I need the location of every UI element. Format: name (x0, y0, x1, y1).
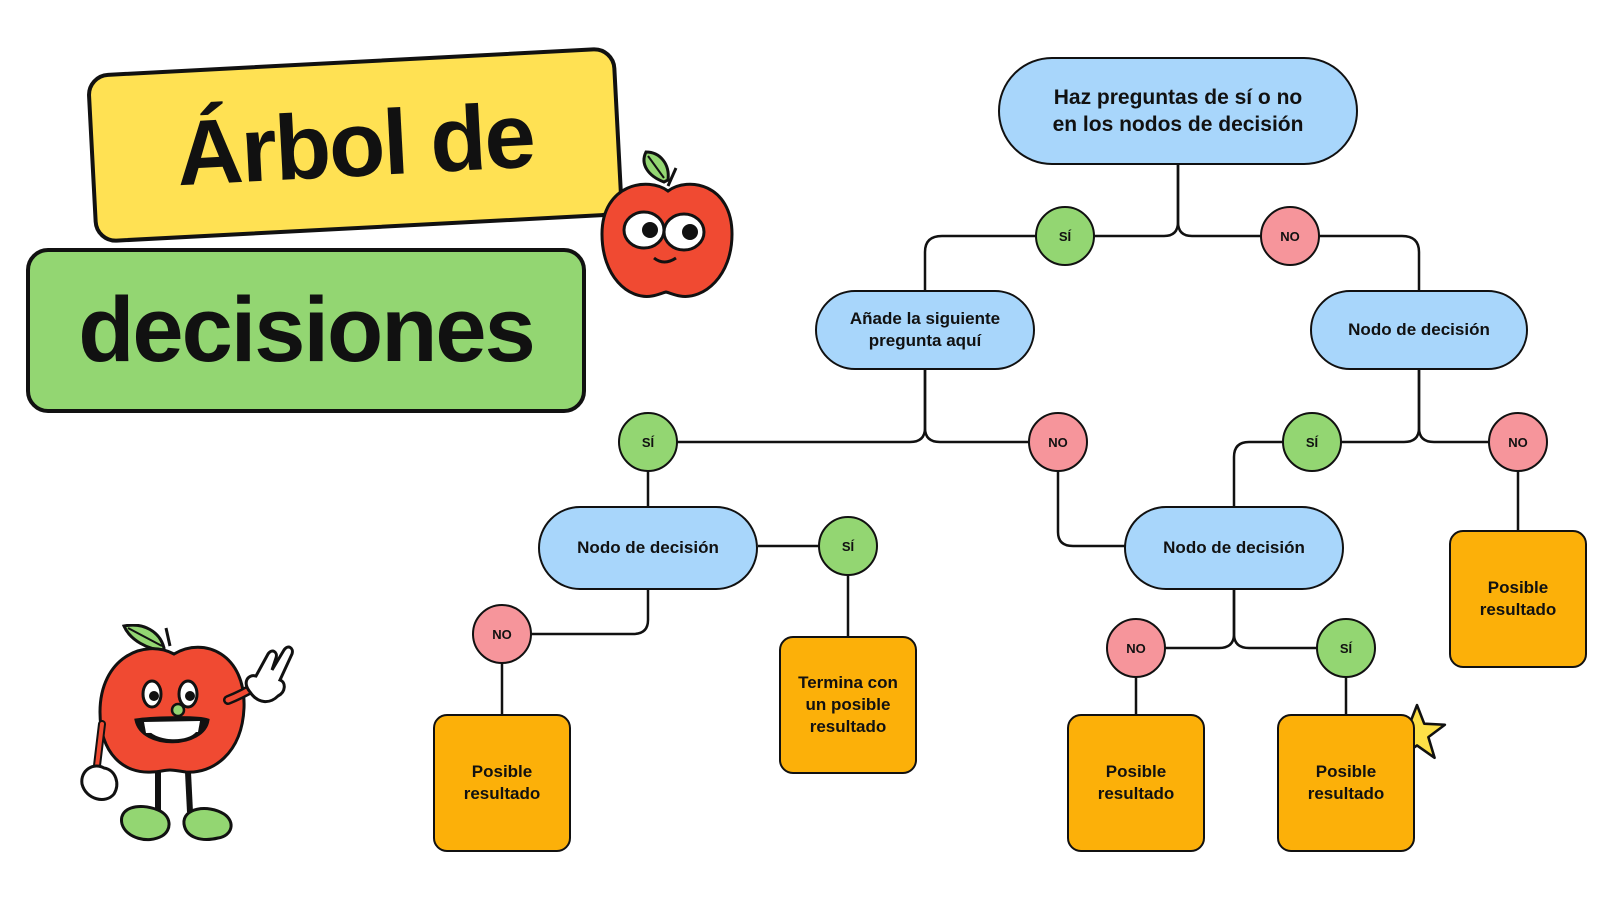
no-badge: NO (472, 604, 532, 664)
node-text-line: Haz preguntas de sí o no (1053, 85, 1303, 109)
result-text-line: resultado (1097, 784, 1175, 803)
apple-mascot-icon (80, 624, 294, 841)
node-text-line: pregunta aquí (868, 331, 982, 350)
node-text-line: Añade la siguiente (849, 308, 1001, 328)
result-text-line: resultado (1307, 784, 1385, 803)
left-decision-node: Añade la siguiente pregunta aquí (815, 290, 1035, 370)
node-text-line: en los nodos de decisión (1052, 113, 1304, 136)
right-decision-node: Nodo de decisión (1310, 290, 1528, 370)
result-text-line: Termina con (798, 672, 898, 692)
result-text-line: Posible (1105, 761, 1167, 781)
result-text-line: Posible (1487, 577, 1549, 597)
no-badge: NO (1260, 206, 1320, 266)
yes-badge: SÍ (1035, 206, 1095, 266)
left-mid-decision-node: Nodo de decisión (538, 506, 758, 590)
result-box-5: Posible resultado (1449, 530, 1587, 668)
no-badge: NO (1488, 412, 1548, 472)
no-badge: NO (1106, 618, 1166, 678)
node-text-line: Nodo de decisión (1348, 319, 1490, 339)
node-text-line: Nodo de decisión (577, 537, 719, 557)
yes-badge: SÍ (1316, 618, 1376, 678)
yes-badge: SÍ (1282, 412, 1342, 472)
result-text-line: resultado (463, 784, 541, 803)
apple-character-icon (600, 150, 734, 298)
title-line-1: Árbol de (85, 46, 625, 244)
result-text-line: Posible (471, 761, 533, 781)
no-badge: NO (1028, 412, 1088, 472)
result-text-line: un posible (805, 694, 891, 714)
yes-badge: SÍ (818, 516, 878, 576)
result-box-3: Posible resultado (1067, 714, 1205, 852)
center-mid-decision-node: Nodo de decisión (1124, 506, 1344, 590)
node-text-line: Nodo de decisión (1163, 537, 1305, 557)
root-decision-node: Haz preguntas de sí o no en los nodos de … (998, 57, 1358, 165)
yes-badge: SÍ (618, 412, 678, 472)
result-text-line: Posible (1315, 761, 1377, 781)
title-line-2: decisiones (26, 248, 586, 413)
result-box-1: Posible resultado (433, 714, 571, 852)
result-text-line: resultado (809, 717, 887, 737)
result-box-4: Posible resultado (1277, 714, 1415, 852)
result-text-line: resultado (1479, 600, 1557, 619)
